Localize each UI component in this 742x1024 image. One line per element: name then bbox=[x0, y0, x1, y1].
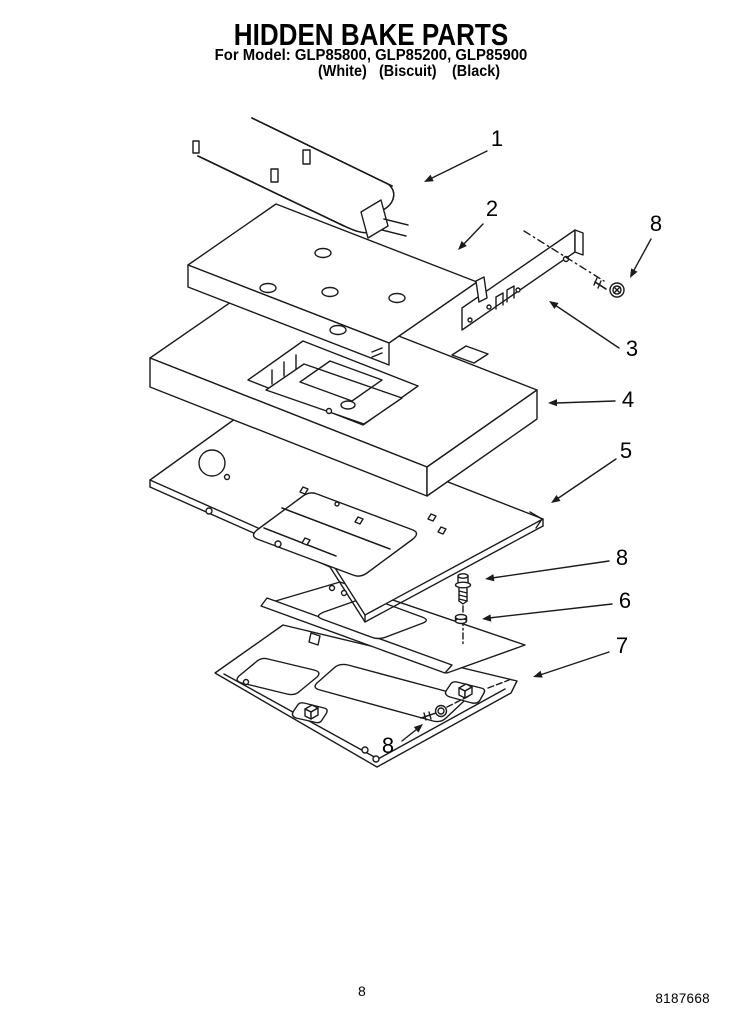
callout-8-top: 8 bbox=[630, 211, 662, 278]
color-option-black: (Black) bbox=[452, 63, 501, 80]
part-2-element-support-panel bbox=[188, 204, 487, 365]
callout-6: 6 bbox=[482, 588, 631, 622]
callout-8-top-label: 8 bbox=[650, 211, 662, 236]
color-option-white: (White) bbox=[318, 63, 367, 80]
callout-2-label: 2 bbox=[486, 196, 498, 221]
callout-2: 2 bbox=[458, 196, 498, 250]
part-5-oven-bottom-panel bbox=[150, 406, 543, 622]
callout-7-label: 7 bbox=[616, 633, 628, 658]
screw-middle bbox=[456, 574, 471, 646]
callout-5: 5 bbox=[551, 438, 632, 503]
latch-tab-right bbox=[459, 684, 472, 698]
callout-8-bottom-label: 8 bbox=[382, 733, 394, 758]
callout-5-label: 5 bbox=[620, 438, 632, 463]
model-line: For Model: GLP85800, GLP85200, GLP85900 bbox=[214, 47, 528, 64]
callout-1: 1 bbox=[424, 126, 503, 182]
callout-4-label: 4 bbox=[622, 387, 634, 412]
part-6-nut bbox=[456, 615, 467, 624]
document-number: 8187668 bbox=[655, 991, 710, 1006]
callout-3-label: 3 bbox=[626, 336, 638, 361]
callout-1-label: 1 bbox=[491, 126, 503, 151]
screw-top-right bbox=[594, 278, 624, 297]
color-option-biscuit: (Biscuit) bbox=[379, 63, 437, 80]
callout-4: 4 bbox=[548, 387, 634, 412]
screw-bottom bbox=[421, 695, 471, 720]
latch-tab-left bbox=[305, 705, 318, 719]
part-1-bake-element bbox=[193, 118, 408, 238]
page-number: 8 bbox=[358, 983, 366, 999]
element-terminal-plate bbox=[361, 200, 388, 238]
callout-8-middle: 8 bbox=[485, 545, 628, 582]
callout-3: 3 bbox=[549, 301, 638, 361]
page-title: HIDDEN BAKE PARTS bbox=[233, 17, 509, 52]
part-4-insulation-retainer bbox=[150, 282, 537, 496]
part-3-support-bracket bbox=[462, 230, 604, 330]
part-7-bottom-access-panel bbox=[215, 625, 517, 767]
callout-8-bottom: 8 bbox=[382, 724, 423, 758]
callout-7: 7 bbox=[533, 633, 628, 678]
callout-6-label: 6 bbox=[619, 588, 631, 613]
callout-8-middle-label: 8 bbox=[616, 545, 628, 570]
